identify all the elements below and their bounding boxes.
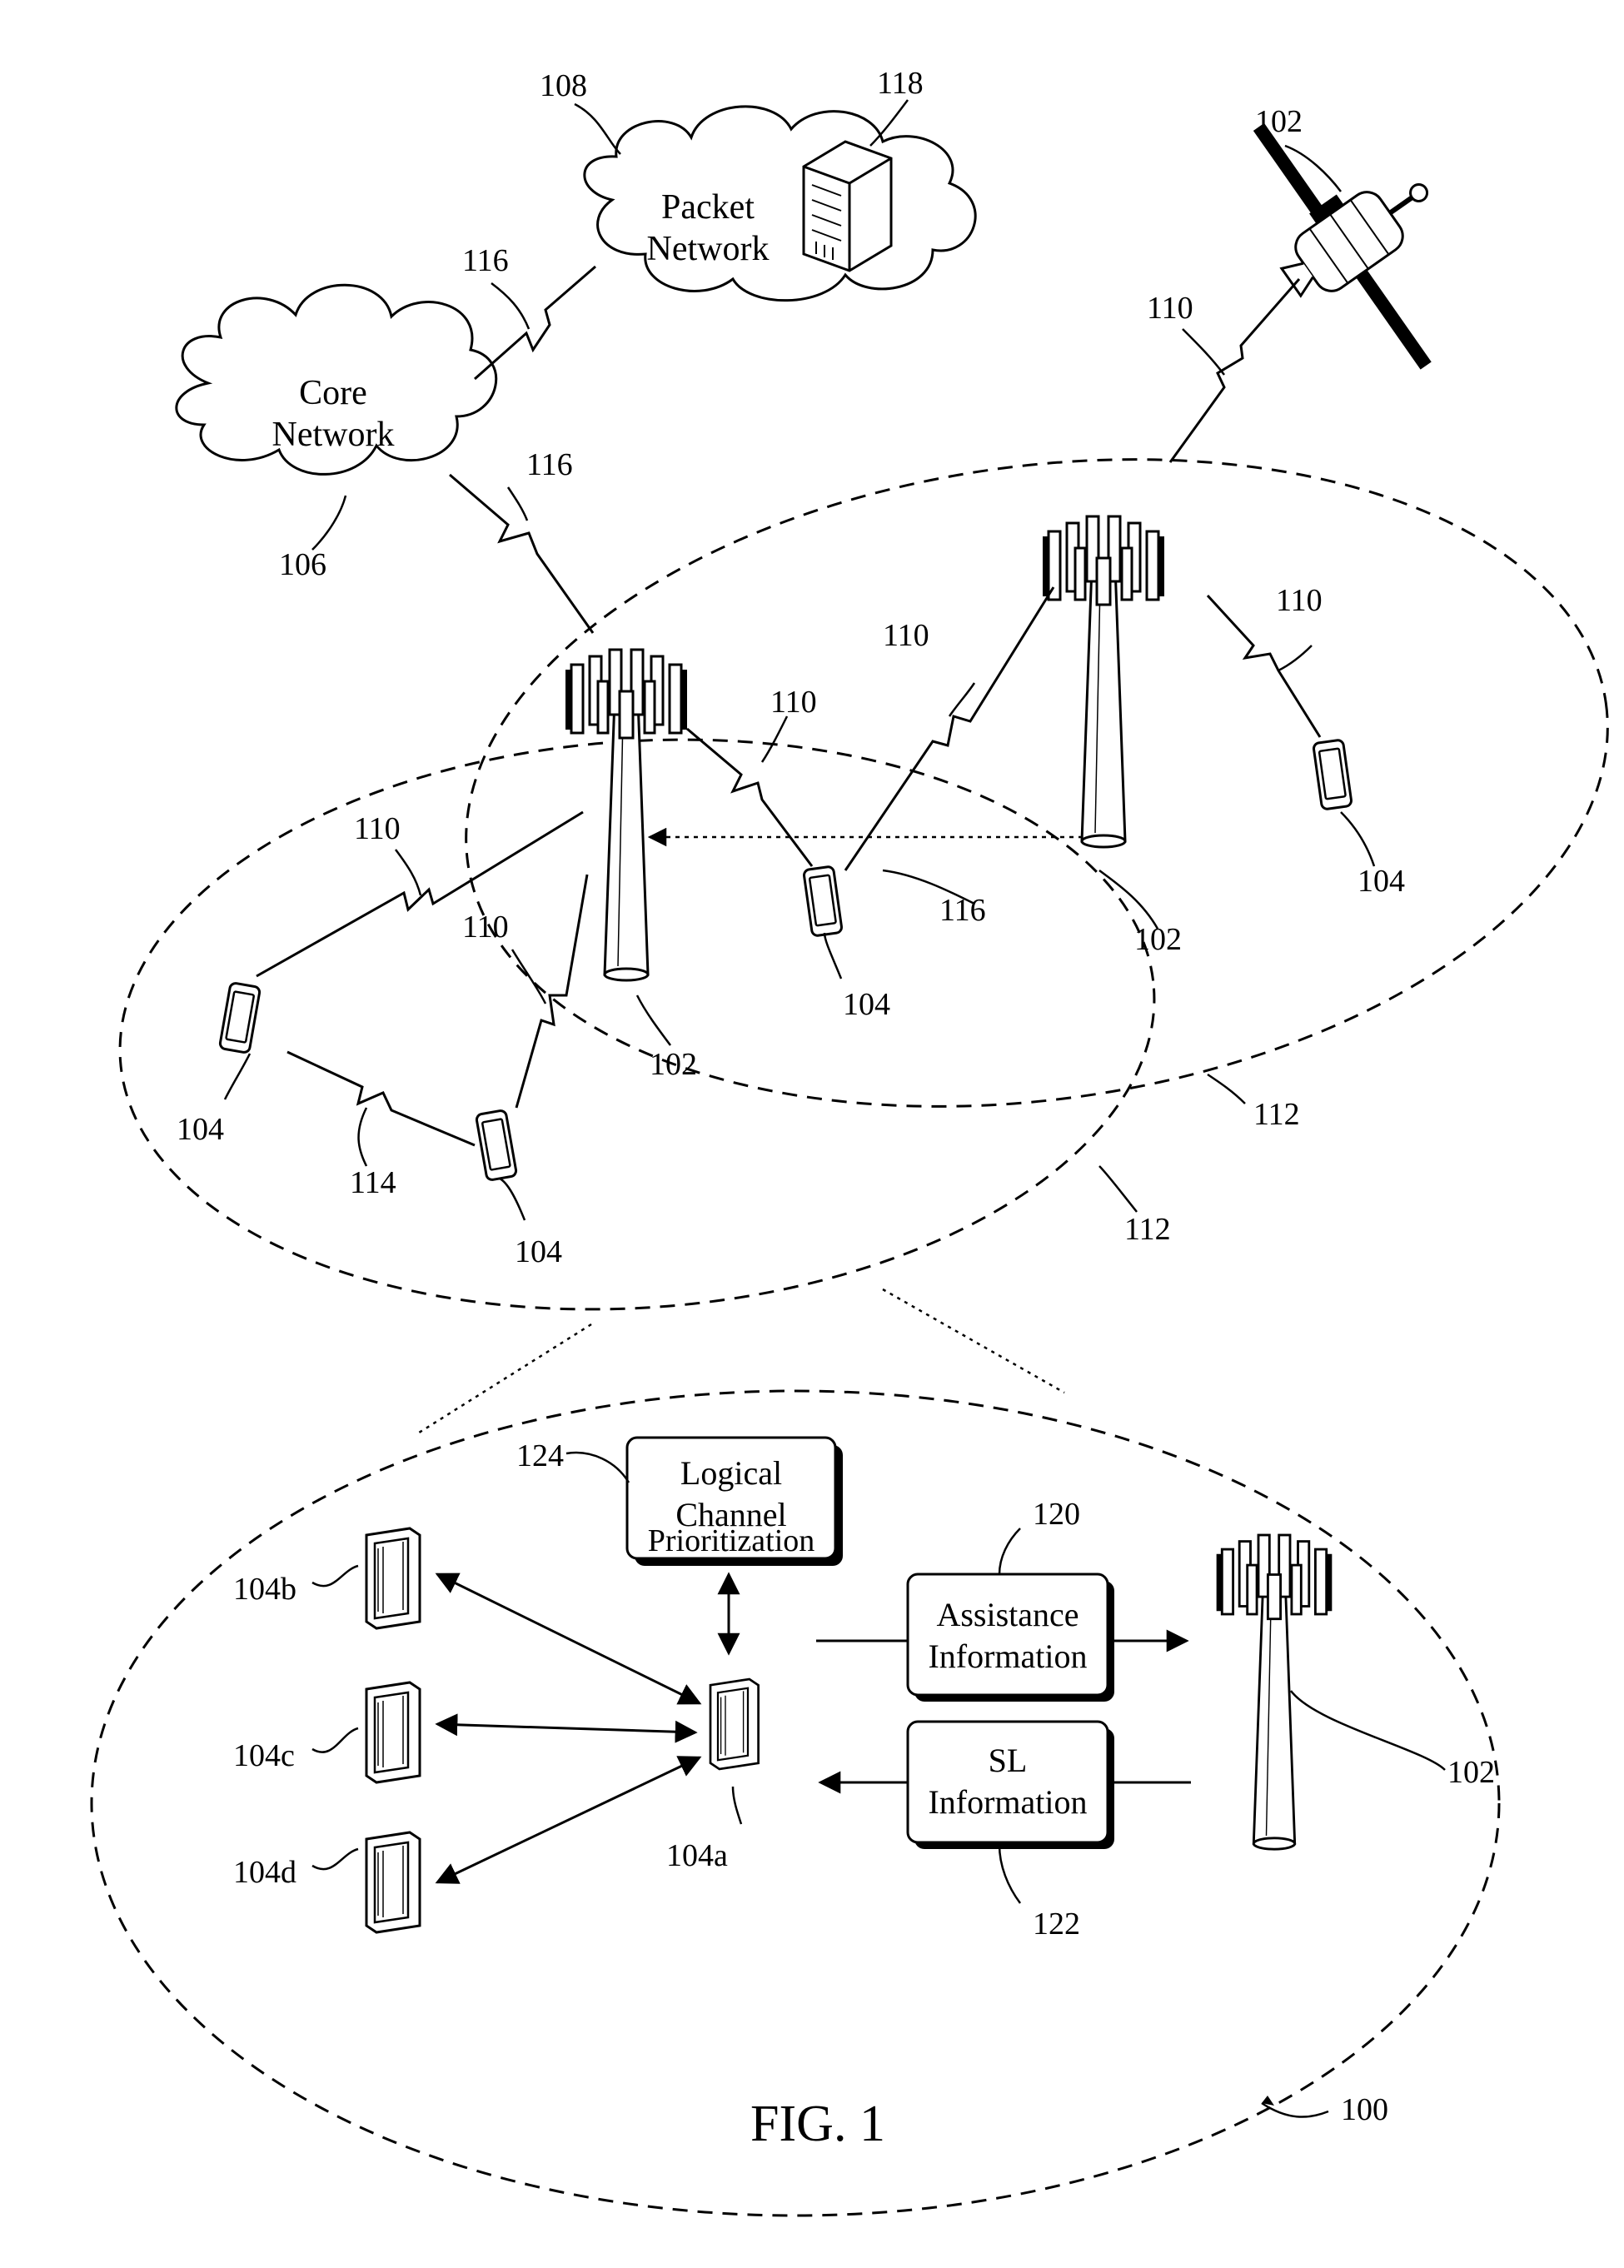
label-assist-ref: 120 (1033, 1497, 1080, 1532)
ue-mid-phone-icon (802, 865, 844, 938)
label-ue-mid: 104 (843, 987, 890, 1022)
label-link-bs1-ue-mid: 110 (770, 685, 817, 720)
link-bs1-ue-left (256, 810, 584, 978)
satellite-icon (1253, 122, 1432, 370)
packet-network-cloud: Packet Network (583, 105, 977, 302)
label-bs-detail: 102 (1447, 1755, 1495, 1790)
label-ue-d: 104d (233, 1855, 296, 1890)
assist-line2: Information (928, 1637, 1087, 1675)
label-link-bs2-ue-mid: 110 (883, 618, 929, 653)
ue-right-phone-icon (1312, 738, 1353, 811)
ue-c-phone-icon (365, 1681, 421, 1784)
lcp-line2: Channel (675, 1496, 786, 1533)
label-sl-ref: 122 (1033, 1907, 1080, 1942)
detail-view-ellipse (90, 1389, 1501, 2217)
label-backhaul: 116 (939, 893, 986, 928)
packet-network-label-line2: Network (647, 230, 770, 268)
label-ue-left: 104 (177, 1112, 224, 1147)
label-link-bs1-ue-low: 110 (462, 910, 509, 945)
label-link-sat: 110 (1147, 291, 1193, 326)
sl-line2: Information (928, 1783, 1087, 1821)
assist-line1: Assistance (936, 1596, 1079, 1633)
label-ue-low: 104 (515, 1234, 562, 1269)
sidelink-arrow-ue-d (435, 1756, 702, 1884)
label-cell-big: 112 (1253, 1097, 1300, 1132)
label-ue-b: 104b (233, 1572, 296, 1607)
base-station-detail-tower-icon (1219, 1535, 1330, 1849)
ue-low-phone-icon (474, 1108, 519, 1183)
label-ue-c: 104c (233, 1738, 295, 1773)
zoom-line-left (416, 1323, 592, 1436)
lcp-line1: Logical (680, 1454, 782, 1492)
logical-channel-prioritization-box: Logical Channel Prioritization (625, 1436, 843, 1566)
sl-information-box: SL Information (906, 1720, 1114, 1849)
cell-coverage-large (465, 458, 1609, 1108)
zoom-line-right (882, 1288, 1065, 1394)
label-bs-right: 102 (1134, 922, 1182, 957)
ue-b-phone-icon (365, 1527, 421, 1630)
ue-a-phone-icon (709, 1677, 760, 1771)
core-network-label-line2: Network (272, 416, 395, 454)
sl-line1: SL (989, 1742, 1028, 1779)
server-icon (802, 140, 893, 272)
core-network-label-line1: Core (299, 374, 367, 412)
figure-caption: FIG. 1 (750, 2096, 885, 2152)
packet-network-label-line1: Packet (661, 188, 755, 227)
sidelink-arrow-ue-c (435, 1713, 698, 1743)
label-link-bs1-ue-left: 110 (354, 811, 401, 846)
link-core-bs (449, 473, 595, 634)
label-bs-left: 102 (650, 1047, 697, 1082)
label-server: 118 (877, 66, 924, 101)
ue-left-phone-icon (217, 980, 262, 1055)
link-core-packet (474, 265, 596, 381)
link-bs1-ue-mid (686, 727, 814, 867)
label-link-core-packet: 116 (462, 243, 509, 278)
label-link-core-bs: 116 (526, 447, 573, 482)
core-network-cloud: Core Network (175, 283, 498, 476)
link-bs1-ue-low (515, 874, 589, 1109)
base-station-left-tower-icon (568, 650, 685, 980)
label-overall-ref: 100 (1341, 2092, 1388, 2127)
label-cell-small: 112 (1124, 1212, 1171, 1247)
label-ue-a: 104a (666, 1838, 728, 1873)
ref-arrow-head (1262, 2096, 1274, 2106)
label-sidelink: 114 (350, 1165, 396, 1200)
ue-d-phone-icon (365, 1831, 421, 1934)
base-station-right-tower-icon (1045, 516, 1162, 847)
link-satellite-bs (1168, 278, 1301, 463)
label-lcp-ref: 124 (516, 1438, 564, 1473)
label-ue-right: 104 (1357, 864, 1405, 899)
label-link-bs2-ue-right: 110 (1276, 583, 1323, 618)
lcp-line3: Prioritization (648, 1523, 815, 1558)
label-satellite: 102 (1255, 104, 1303, 139)
sidelink-ue-left-low (286, 1050, 476, 1147)
link-bs2-ue-mid (844, 586, 1055, 871)
link-bs2-ue-right (1206, 594, 1322, 738)
label-core-network-ref: 106 (279, 547, 326, 582)
sidelink-arrow-ue-b (435, 1573, 702, 1705)
label-packet-network-ref: 108 (540, 68, 587, 103)
assistance-information-box: Assistance Information (906, 1573, 1114, 1702)
